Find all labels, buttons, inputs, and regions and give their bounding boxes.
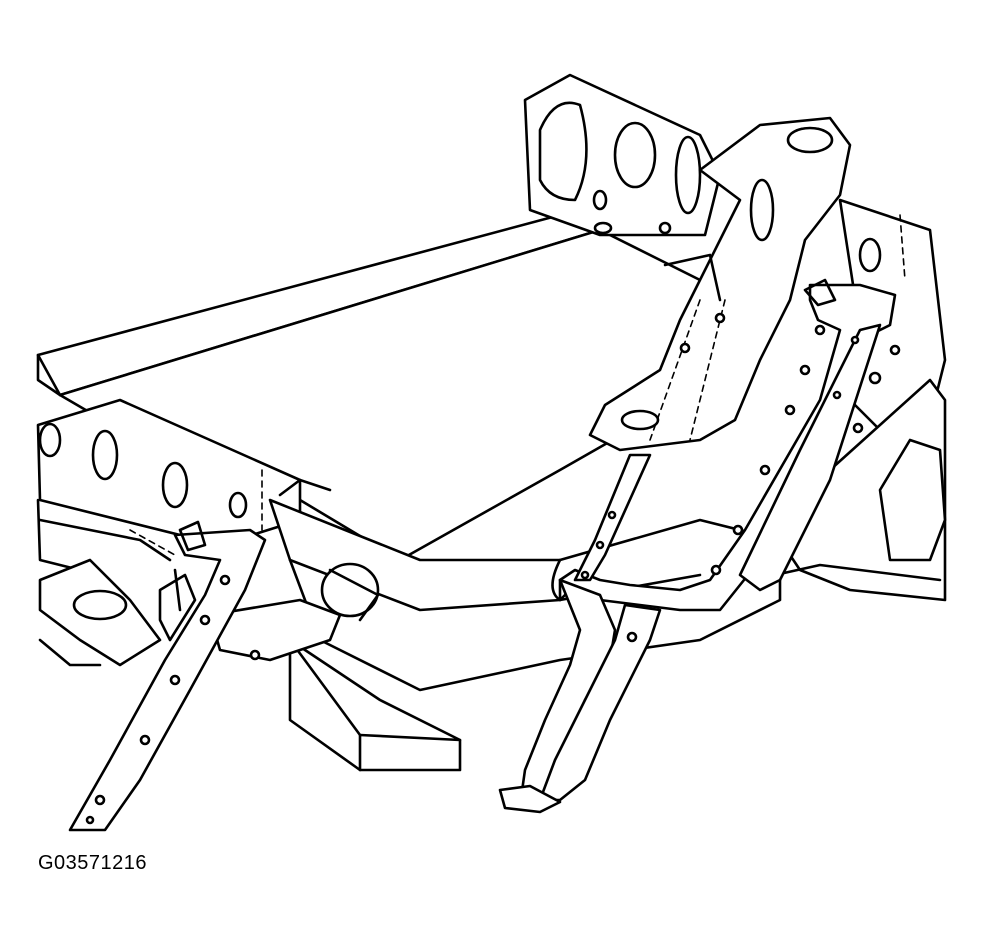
horn-hole (613, 121, 657, 189)
left-welding-clamp (68, 520, 267, 832)
right-welding-clamp (558, 278, 897, 612)
curved-frame-bracket (588, 116, 852, 452)
frame-horn-bracket (523, 73, 722, 237)
left-mount-bracket (208, 598, 342, 662)
horn-hole (592, 189, 608, 211)
figure-code: G03571216 (38, 852, 148, 874)
horn-hole (674, 135, 702, 215)
bracket-slot (749, 178, 775, 242)
lower-frame-rail (36, 398, 302, 577)
rail-hole (228, 491, 248, 519)
lower-box-section (288, 638, 462, 772)
sill-round-stub (320, 562, 380, 618)
rail-hole (91, 429, 119, 481)
rail-hole (161, 461, 189, 509)
horn-hole (593, 221, 613, 235)
right-lower-box (773, 378, 947, 602)
left-suspension-linkage (38, 518, 176, 667)
rail-hole (38, 422, 62, 458)
sill-clip-details (278, 478, 562, 602)
locking-pliers (498, 453, 662, 814)
bracket-bolt-hole (249, 649, 261, 661)
